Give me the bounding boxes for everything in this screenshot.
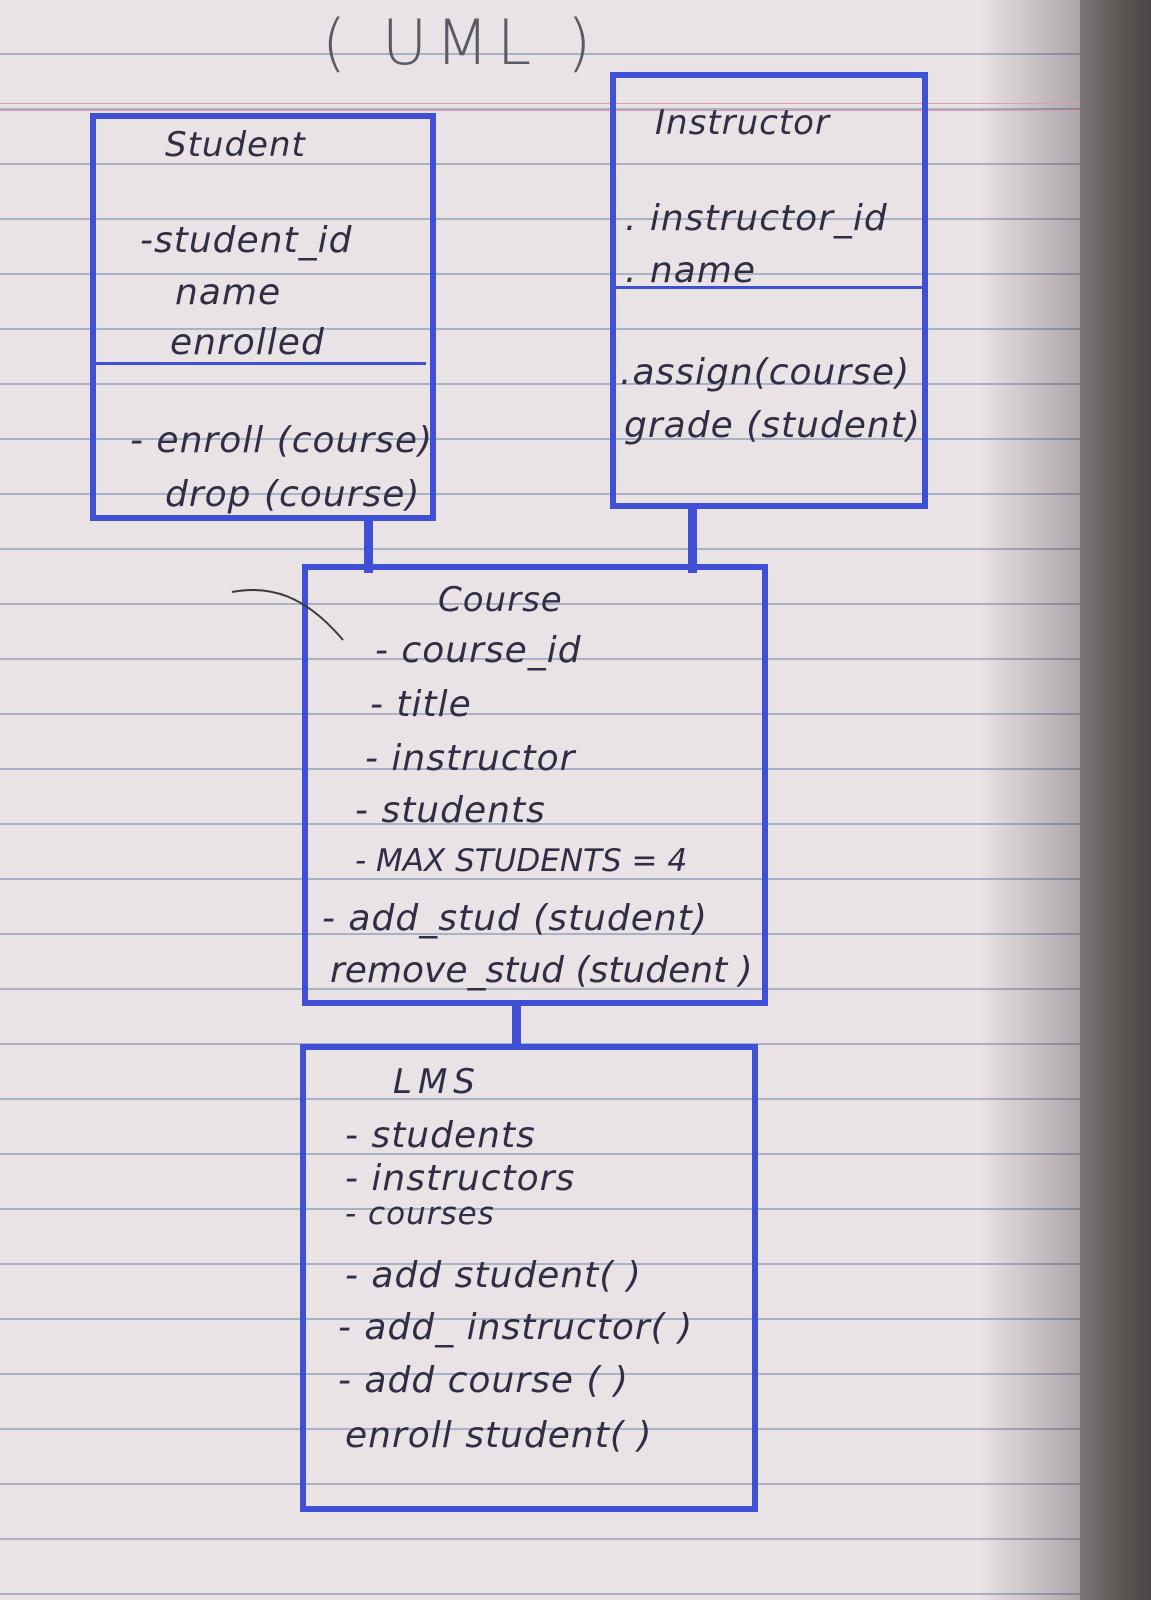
lms-method-add-instructor: - add_ instructor( ) xyxy=(338,1307,694,1348)
notebook-binding xyxy=(1080,0,1151,1600)
student-method-drop: drop (course) xyxy=(165,474,421,515)
student-method-enroll: - enroll (course) xyxy=(130,420,434,461)
lms-method-enroll-student: enroll student( ) xyxy=(345,1415,653,1456)
student-divider xyxy=(96,362,426,365)
course-method-add-stud: - add_stud (student) xyxy=(322,898,708,939)
class-box-instructor xyxy=(610,72,928,509)
class-box-lms xyxy=(300,1044,758,1512)
lms-attr-instructors: - instructors xyxy=(345,1158,576,1199)
connector-course-lms xyxy=(512,1002,521,1046)
instructor-attr-instructor-id: . instructor_id xyxy=(625,198,888,239)
student-class-name: Student xyxy=(165,125,306,165)
lms-method-add-student: - add student( ) xyxy=(345,1255,642,1296)
course-attr-course-id: - course_id xyxy=(375,630,582,671)
instructor-class-name: Instructor xyxy=(655,103,830,143)
page-shadow xyxy=(980,0,1080,1600)
class-box-course xyxy=(302,564,768,1006)
class-box-student xyxy=(90,113,436,521)
lms-method-add-course: - add course ( ) xyxy=(338,1360,629,1401)
connector-student-course xyxy=(364,519,373,573)
lms-attr-students: - students xyxy=(345,1115,536,1156)
course-class-name: Course xyxy=(438,580,563,620)
lms-attr-courses: - courses xyxy=(345,1196,495,1232)
diagram-title: ( UML ) xyxy=(322,6,600,79)
course-attr-title: - title xyxy=(370,684,472,725)
instructor-divider xyxy=(616,286,922,289)
course-attr-instructor: - instructor xyxy=(365,738,576,779)
instructor-method-grade: grade (student) xyxy=(624,405,921,446)
lms-class-name: LMS xyxy=(393,1062,481,1102)
notebook-page xyxy=(0,0,1080,1600)
course-attr-max-students: - MAX STUDENTS = 4 xyxy=(355,843,688,879)
margin-line xyxy=(0,110,1080,111)
instructor-attr-name: . name xyxy=(625,250,756,291)
margin-line xyxy=(0,103,1080,104)
student-attr-name: name xyxy=(175,272,282,313)
student-attr-student-id: -student_id xyxy=(140,220,353,261)
connector-instructor-course xyxy=(688,507,697,573)
student-attr-enrolled: enrolled xyxy=(170,322,325,363)
instructor-method-assign: .assign(course) xyxy=(620,352,911,393)
course-attr-students: - students xyxy=(355,790,546,831)
course-method-remove-stud: remove_stud (student ) xyxy=(330,950,753,991)
